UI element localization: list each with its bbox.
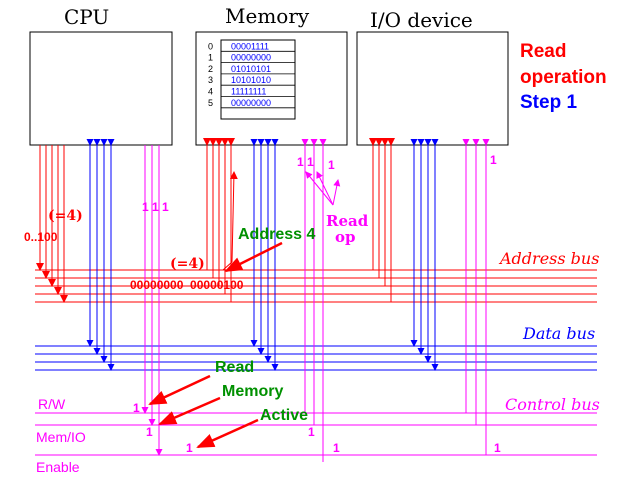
io-data-connectors: [410, 139, 439, 371]
rw-label: R/W: [38, 396, 66, 412]
io-title: I/O device: [370, 8, 473, 32]
cpu-title: CPU: [64, 5, 109, 29]
io-control-connectors: [462, 139, 490, 455]
read-op-line2: op: [335, 228, 356, 246]
io-box: [356, 31, 509, 146]
memory-table: 0 00001111 1 00000000 2 01010101 3 10101010 4 111…: [208, 39, 296, 120]
eq4-left: (=4): [48, 208, 83, 224]
memory-value-4: 11111111: [231, 87, 266, 97]
memory-value-0: 00001111: [231, 41, 269, 51]
cpu-data-connectors: [86, 139, 115, 371]
bit-rw: 1: [133, 401, 140, 415]
memory-box: [195, 31, 348, 146]
status-read: Read: [520, 41, 566, 62]
memory-address-4: 4: [208, 87, 213, 97]
bit-io-enable: 1: [494, 441, 501, 455]
addr-low: 0..100: [24, 230, 58, 244]
io-address-connectors: [369, 138, 395, 302]
bit-mem-enable: 1: [333, 441, 340, 455]
memory-value-1: 00000000: [231, 53, 271, 63]
memory-address-1: 1: [208, 53, 213, 63]
data-bus-label: Data bus: [522, 324, 595, 343]
cpu-control-connectors: [141, 145, 163, 456]
read-op-line1: Read: [326, 212, 369, 230]
memory-value-3: 10101010: [231, 75, 271, 85]
annotation-arrows: [148, 241, 283, 449]
eq4-mid: (=4): [170, 256, 205, 272]
read-arrow: [148, 374, 211, 406]
read-op-pointers: [305, 171, 341, 206]
mem-ctrl-bits: 1 1: [297, 155, 314, 169]
mem-ctrl-bit3: 1: [328, 158, 335, 172]
memory-data-connectors: [250, 139, 279, 371]
memory-address-2: 2: [208, 64, 213, 74]
active-label: Active: [260, 407, 308, 424]
control-bus-label: Control bus: [505, 395, 600, 414]
bit-memio: 1: [146, 425, 153, 439]
bit-enable: 1: [186, 441, 193, 455]
bus-value: 00000000 00000100: [130, 278, 244, 292]
io-ctrl-bit: 1: [490, 153, 497, 167]
memory-address-5: 5: [208, 98, 213, 108]
cpu-box: [29, 31, 173, 146]
data-bus: [35, 345, 597, 371]
memory-address-3: 3: [208, 75, 213, 85]
memio-label: Mem/IO: [36, 429, 86, 445]
memory-value-2: 01010101: [231, 64, 271, 74]
address-bus: [35, 269, 597, 303]
status-operation: operation: [520, 67, 607, 88]
cpu-ctrl-bits: 1 1 1: [142, 200, 169, 214]
memory-arrow: [158, 396, 221, 426]
address4-label: Address 4: [238, 226, 315, 243]
control-bus: [35, 412, 597, 456]
memory-control-connectors: [301, 139, 327, 462]
read-label: Read: [215, 359, 254, 376]
status-step: Step 1: [520, 92, 577, 113]
memory-table-frame: [220, 39, 296, 120]
enable-label: Enable: [36, 459, 80, 475]
memory-label: Memory: [222, 383, 283, 400]
bit-mem-memio: 1: [308, 425, 315, 439]
cpu-address-connectors: [36, 145, 68, 303]
memory-address-0: 0: [208, 41, 213, 51]
address-bus-label: Address bus: [498, 249, 599, 268]
active-arrow: [196, 418, 259, 449]
memory-title: Memory: [225, 4, 310, 28]
memory-value-5: 00000000: [231, 98, 271, 108]
address-arrow: [224, 241, 283, 273]
